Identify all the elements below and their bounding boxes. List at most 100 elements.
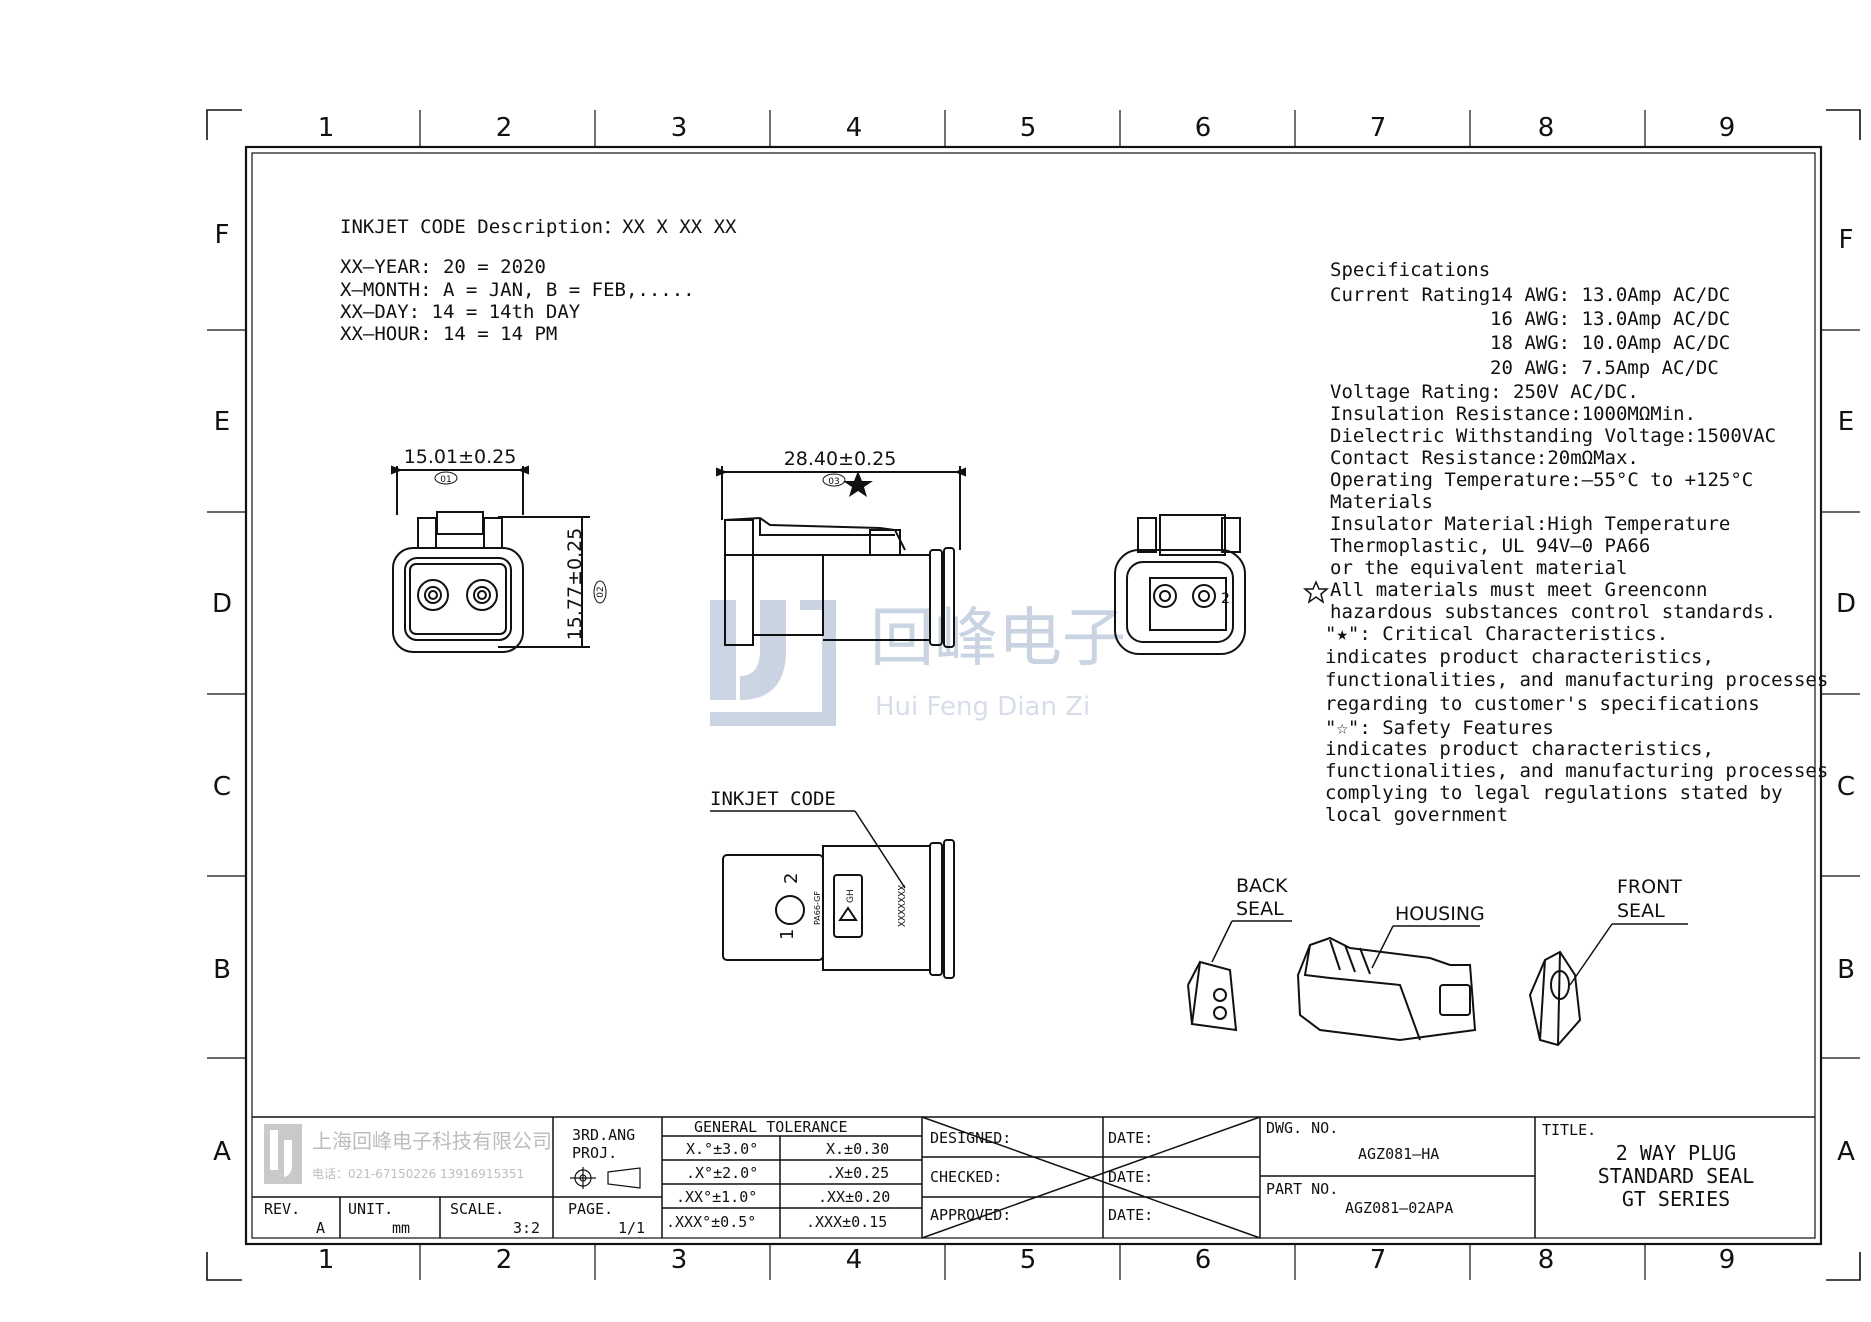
spec-line: Materials <box>1330 491 1433 513</box>
parts-leaders <box>1211 920 1688 986</box>
unit-value: mm <box>392 1219 410 1237</box>
date-label: DATE: <box>1108 1206 1153 1224</box>
col-label: 7 <box>1370 113 1387 143</box>
housing-label: HOUSING <box>1395 903 1485 925</box>
specifications: Specifications Current Rating 14 AWG: 13… <box>1325 259 1828 826</box>
spec-line: Voltage Rating: 250V AC/DC. <box>1330 381 1639 403</box>
spec-safety-line: complying to legal regulations stated by <box>1325 782 1783 804</box>
title-block-grid <box>252 1116 1815 1239</box>
inkjet-line: XX—YEAR: 20 = 2020 <box>340 256 546 278</box>
spec-current: 18 AWG: 10.0Amp AC/DC <box>1490 332 1730 354</box>
tolerance-title: GENERAL TOLERANCE <box>694 1118 848 1136</box>
spec-current: 16 AWG: 13.0Amp AC/DC <box>1490 308 1730 330</box>
col-label: 4 <box>846 113 863 143</box>
title-line: STANDARD SEAL <box>1598 1164 1755 1188</box>
row-label: C <box>213 772 231 802</box>
rev-value: A <box>316 1219 325 1237</box>
company-name: 上海回峰电子科技有限公司 <box>312 1129 552 1153</box>
row-label: E <box>214 407 230 437</box>
spec-critical-line: indicates product characteristics, <box>1325 646 1714 668</box>
row-label: C <box>1837 772 1855 802</box>
spec-line: Operating Temperature:—55°C to +125°C <box>1330 469 1753 491</box>
row-label: E <box>1838 407 1854 437</box>
rear-pin-label: 2 <box>1221 591 1230 607</box>
unit-label: UNIT. <box>348 1200 393 1218</box>
back-seal-label: SEAL <box>1236 898 1284 920</box>
ref-bubble <box>434 471 458 485</box>
pin-2-label: 2 <box>781 873 802 884</box>
spec-line: Insulation Resistance:1000MΩMin. <box>1330 403 1696 425</box>
height-ref: 02 <box>596 586 606 597</box>
inner-border <box>251 152 1816 1239</box>
title-label: TITLE. <box>1542 1121 1596 1139</box>
col-label: 5 <box>1020 1245 1037 1275</box>
col-label: 8 <box>1538 1245 1555 1275</box>
spec-critical-line: regarding to customer's specifications <box>1325 693 1760 715</box>
height-dimension: 15.77±0.25 <box>564 528 586 641</box>
col-label: 1 <box>318 113 335 143</box>
spec-safety-head: "☆": Safety Features <box>1325 717 1554 739</box>
row-label: A <box>1837 1137 1855 1167</box>
inkjet-leader <box>710 810 906 889</box>
col-label: 4 <box>846 1245 863 1275</box>
col-label: 1 <box>318 1245 335 1275</box>
front-seal-label: SEAL <box>1617 900 1665 922</box>
tolerance-left: X.°±3.0° <box>686 1140 758 1158</box>
col-label: 5 <box>1020 113 1037 143</box>
spec-current: 20 AWG: 7.5Amp AC/DC <box>1490 357 1719 379</box>
front-seal-label: FRONT <box>1617 876 1682 898</box>
col-label: 7 <box>1370 1245 1387 1275</box>
column-labels: 1 2 3 4 5 6 7 8 9 1 2 3 4 5 6 7 8 9 <box>318 113 1736 1275</box>
spec-title: Specifications <box>1330 259 1490 281</box>
ref-bubble <box>822 473 846 487</box>
side-view-bottom <box>722 839 955 979</box>
width-ref: 01 <box>440 475 451 485</box>
drawing-title: 2 WAY PLUG STANDARD SEAL GT SERIES <box>1598 1141 1755 1211</box>
row-label: F <box>215 220 230 250</box>
pin-1-label: 1 <box>777 929 798 940</box>
part-logo: GH <box>846 889 856 903</box>
column-ticks <box>207 110 1860 1280</box>
width-dimension: 15.01±0.25 <box>404 446 517 468</box>
col-label: 3 <box>671 1245 688 1275</box>
tolerance-right: X.±0.30 <box>826 1140 889 1158</box>
designed-label: DESIGNED: <box>930 1129 1011 1147</box>
spec-line: Contact Resistance:20mΩMax. <box>1330 447 1639 469</box>
proj-label: 3RD.ANG <box>572 1126 635 1144</box>
housing-part <box>1296 936 1477 1042</box>
col-label: 3 <box>671 113 688 143</box>
length-dimension: 28.40±0.25 <box>784 448 897 470</box>
col-label: 9 <box>1719 1245 1736 1275</box>
spec-line: Insulator Material:High Temperature <box>1330 513 1730 535</box>
company-logo <box>264 1124 302 1184</box>
scale-value: 3:2 <box>513 1219 540 1237</box>
inkjet-heading: INKJET CODE Description：XX X XX XX <box>340 216 737 238</box>
scale-label: SCALE. <box>450 1200 504 1218</box>
spec-safety-line: indicates product characteristics, <box>1325 738 1714 760</box>
col-label: 2 <box>496 113 513 143</box>
tolerance-left: .XX°±1.0° <box>676 1188 757 1206</box>
front-seal-part <box>1528 950 1582 1047</box>
date-label: DATE: <box>1108 1129 1153 1147</box>
outer-border <box>244 145 1823 1246</box>
tolerance-right: .X±0.25 <box>826 1164 889 1182</box>
col-label: 2 <box>496 1245 513 1275</box>
parts-labels: BACK SEAL HOUSING FRONT SEAL <box>1236 875 1682 925</box>
inkjet-line: X—MONTH: A = JAN, B = FEB,..... <box>340 279 695 301</box>
safety-star-icon <box>1302 580 1330 604</box>
proj-label: PROJ. <box>572 1144 617 1162</box>
row-label: B <box>213 955 231 985</box>
rear-view <box>1114 514 1246 655</box>
row-label: D <box>212 589 232 619</box>
inkjet-code-value: XXXXXXX <box>897 885 908 927</box>
checked-label: CHECKED: <box>930 1168 1002 1186</box>
watermark: 回峰电子 Hui Feng Dian Zi <box>710 600 1126 726</box>
part-label: PART NO. <box>1266 1180 1338 1198</box>
title-line: GT SERIES <box>1622 1187 1730 1211</box>
back-seal-label: BACK <box>1236 875 1288 897</box>
dwg-number: AGZ081—HA <box>1358 1145 1439 1163</box>
material-mark: PA66-GF <box>813 891 822 925</box>
frame-corners <box>206 109 1861 1281</box>
row-label: D <box>1836 589 1856 619</box>
